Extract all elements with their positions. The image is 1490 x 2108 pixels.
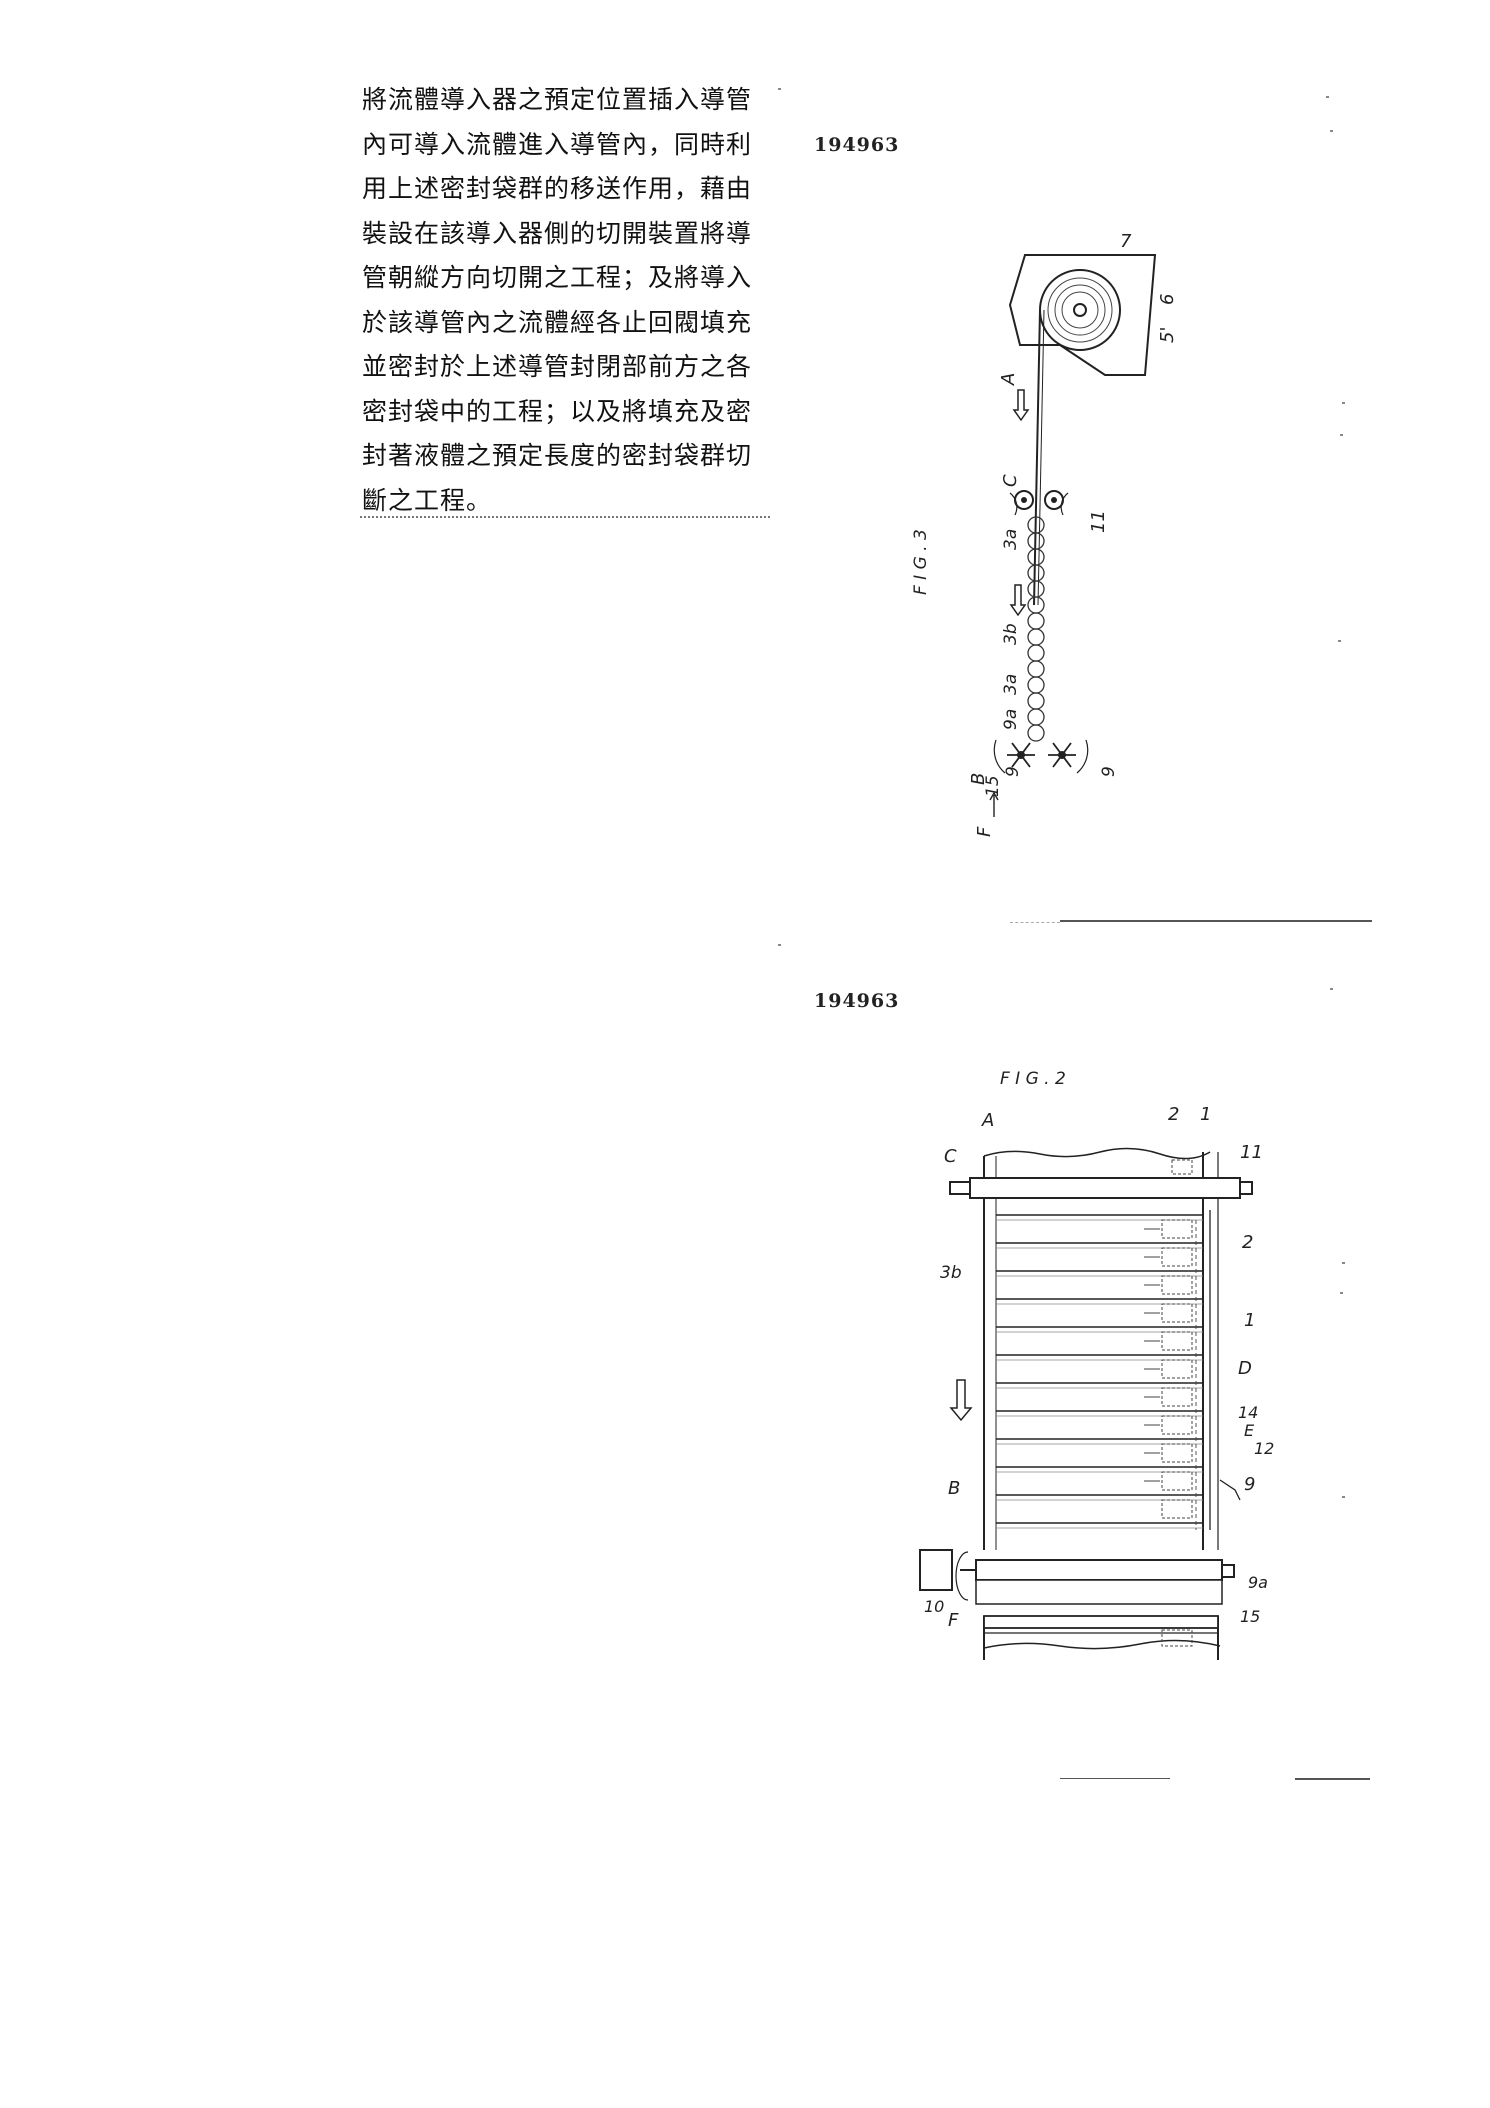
page-divider xyxy=(1010,922,1060,923)
label-e: E xyxy=(1244,1421,1255,1440)
label-11: 11 xyxy=(1088,510,1109,533)
scan-speck xyxy=(1338,640,1341,642)
label-2: 2 xyxy=(1168,1104,1179,1125)
roller-f xyxy=(984,1616,1218,1628)
claim-line: 用上述密封袋群的移送作用，藉由 xyxy=(362,167,762,212)
label-b: B xyxy=(948,1478,960,1499)
label-9: 9 xyxy=(1003,766,1023,777)
claim-line: 於該導管內之流體經各止回閥填充 xyxy=(362,301,762,346)
claim-text-block: 將流體導入器之預定位置插入導管 內可導入流體進入導管內，同時利 用上述密封袋群的… xyxy=(362,78,762,523)
feed-arrow xyxy=(951,1380,971,1420)
label-9a: 9a xyxy=(1001,709,1021,730)
label-a: A xyxy=(998,373,1019,386)
label-9a: 9a xyxy=(1248,1573,1268,1592)
label-f: F xyxy=(948,1610,959,1631)
label-c: C xyxy=(1000,474,1021,487)
feed-arrow xyxy=(1011,585,1025,615)
label-6: 6 xyxy=(1157,294,1178,305)
scan-speck xyxy=(1330,130,1333,132)
claim-line: 並密封於上述導管封閉部前方之各 xyxy=(362,345,762,390)
scan-speck xyxy=(1330,988,1333,990)
claim-line: 密封袋中的工程；以及將填充及密 xyxy=(362,390,762,435)
label-12: 12 xyxy=(1254,1439,1274,1458)
label-10: 10 xyxy=(924,1597,944,1616)
scan-speck xyxy=(1326,96,1329,98)
label-11: 11 xyxy=(1240,1142,1263,1163)
bag-rows xyxy=(996,1215,1203,1523)
patent-number: 194963 xyxy=(814,990,899,1012)
scan-speck xyxy=(1342,402,1345,404)
label-3b: 3b xyxy=(940,1263,962,1283)
claim-line: 內可導入流體進入導管內，同時利 xyxy=(362,123,762,168)
page-divider xyxy=(1060,920,1372,922)
claim-line: 裝設在該導入器側的切開裝置將導 xyxy=(362,212,762,257)
feed-arrow xyxy=(1014,390,1028,420)
label-14: 14 xyxy=(1238,1403,1258,1422)
label-c: C xyxy=(944,1146,957,1167)
scan-speck xyxy=(1340,1292,1343,1294)
page-divider xyxy=(1060,1778,1170,1779)
scan-speck xyxy=(1342,1262,1345,1264)
check-valves xyxy=(1162,1160,1192,1518)
label-15: 15 xyxy=(1240,1607,1260,1626)
fig2-title: F I G . 2 xyxy=(1000,1069,1066,1089)
label-1: 1 xyxy=(1244,1310,1255,1331)
patent-number: 194963 xyxy=(814,134,899,156)
label-f: F xyxy=(974,826,995,837)
figure-2: F I G . 2 xyxy=(900,1060,1320,1700)
claim-line: 封著液體之預定長度的密封袋群切 xyxy=(362,434,762,479)
label-7: 7 xyxy=(1120,231,1132,252)
scan-speck xyxy=(1340,434,1343,436)
label-2: 2 xyxy=(1242,1232,1253,1253)
roller-c xyxy=(970,1178,1240,1198)
roller-b xyxy=(976,1560,1222,1580)
label-9: 9 xyxy=(1244,1474,1255,1495)
reel-disc xyxy=(1040,270,1120,350)
label-1: 1 xyxy=(1200,1104,1211,1125)
label-3a: 3a xyxy=(1001,529,1021,550)
label-3a: 3a xyxy=(1001,674,1021,695)
fig3-title: F I G . 3 xyxy=(911,529,931,595)
claim-line: 管朝縱方向切開之工程；及將導入 xyxy=(362,256,762,301)
label-a: A xyxy=(981,1110,994,1131)
reel-shaft xyxy=(1074,304,1086,316)
figure-3: F I G . 3 7 6 5' A C 11 3a 3b 3a 9a B 15… xyxy=(890,225,1260,845)
label-3b: 3b xyxy=(1001,623,1021,645)
scan-speck xyxy=(1342,1496,1345,1498)
scan-speck xyxy=(778,88,781,90)
claim-end-divider xyxy=(360,516,770,518)
label-9: 9 xyxy=(1099,766,1119,777)
label-d: D xyxy=(1238,1358,1252,1379)
page-divider xyxy=(1295,1778,1370,1780)
scan-speck xyxy=(778,944,781,946)
label-5: 5' xyxy=(1157,327,1178,343)
motor-box xyxy=(920,1550,952,1590)
claim-line: 將流體導入器之預定位置插入導管 xyxy=(362,78,762,123)
label-15: 15 xyxy=(983,775,1003,797)
